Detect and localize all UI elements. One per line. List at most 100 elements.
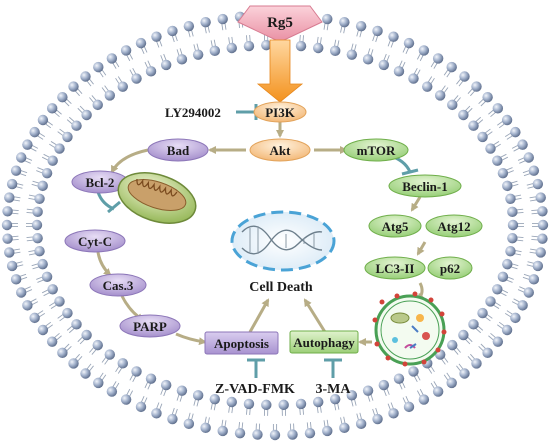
- autophagosome-icon: [372, 291, 447, 367]
- lipid-head: [535, 192, 546, 203]
- lipid-head: [32, 232, 43, 244]
- lipid-head: [485, 143, 496, 154]
- pi3k-label: PI3K: [265, 105, 296, 120]
- lipid-head: [16, 152, 27, 163]
- lipid-head: [378, 59, 390, 71]
- lipid-head: [160, 379, 172, 391]
- parp-node: PARP: [119, 314, 181, 338]
- lipid-head: [4, 247, 15, 258]
- lipid-head: [378, 379, 390, 391]
- lipid-head: [131, 73, 142, 84]
- lipid-head: [372, 25, 383, 37]
- lipid-head: [505, 246, 516, 257]
- lipid-head: [528, 165, 540, 176]
- lipid-head: [92, 339, 103, 351]
- lipid-head: [145, 66, 157, 77]
- lipid-head: [200, 422, 211, 434]
- lipid-head: [537, 219, 549, 231]
- lipid-head: [176, 54, 188, 65]
- lipid-head: [537, 206, 548, 217]
- lipid-head: [32, 206, 43, 218]
- pi3k-node: PI3K: [253, 101, 307, 123]
- lipid-head: [517, 139, 528, 150]
- lipid-head: [261, 399, 272, 411]
- akt-node: Akt: [249, 138, 311, 162]
- lipid-head: [176, 385, 188, 396]
- lipid-head: [446, 377, 457, 389]
- cas3-node: Cas.3: [89, 273, 147, 297]
- lipid-head: [502, 258, 513, 270]
- lipid-head: [117, 81, 128, 92]
- lipid-head: [104, 349, 116, 360]
- autophagy-label: Autophagy: [293, 335, 355, 350]
- lipid-head: [131, 366, 142, 377]
- lipid-head: [346, 49, 358, 60]
- lipid-head: [226, 42, 237, 54]
- lipid-head: [523, 287, 534, 298]
- akt-label: Akt: [270, 143, 292, 158]
- lipid-head: [295, 40, 307, 52]
- lipid-head: [2, 233, 13, 244]
- lipid-head: [54, 143, 65, 154]
- rg5-label: Rg5: [267, 15, 293, 31]
- lipid-head: [62, 307, 73, 319]
- lipid-head: [6, 178, 18, 190]
- mtor-label: mTOR: [357, 143, 396, 158]
- lipid-head: [329, 393, 341, 405]
- lipid-head: [492, 103, 504, 114]
- lipid-head: [322, 425, 333, 437]
- lipid-head: [523, 152, 534, 163]
- inhibit-bcl2-mito: [96, 191, 115, 211]
- lipid-head: [93, 61, 104, 73]
- lipid-head: [80, 368, 91, 379]
- lipid-head: [209, 45, 221, 57]
- lipid-head: [16, 287, 27, 298]
- lipid-head: [422, 81, 433, 92]
- lipid-head: [418, 45, 430, 56]
- lipid-head: [528, 274, 540, 285]
- lipid-head: [46, 103, 58, 114]
- lipid-head: [145, 373, 157, 384]
- lipid-head: [492, 336, 504, 347]
- lipid-head: [135, 401, 147, 413]
- bad-label: Bad: [167, 143, 190, 158]
- beclin1-node: Beclin-1: [388, 174, 462, 198]
- pathway-connectors: [96, 121, 427, 346]
- lipid-head: [510, 126, 521, 138]
- lipid-head: [517, 300, 528, 311]
- lipid-head: [269, 429, 281, 441]
- cell-death-label: Cell Death: [249, 280, 313, 295]
- lipid-head: [34, 246, 45, 257]
- lipid-head: [192, 390, 204, 401]
- lipid-head: [507, 232, 518, 244]
- lipid-head: [22, 300, 33, 311]
- lipid-head: [167, 25, 178, 37]
- lipid-head: [497, 167, 509, 179]
- atg5-label: Atg5: [382, 219, 409, 234]
- lipid-head: [47, 284, 58, 295]
- lipid-head: [31, 219, 43, 231]
- lipid-head: [106, 53, 118, 64]
- parp-label: PARP: [133, 319, 167, 334]
- lipid-head: [492, 284, 503, 295]
- lipid-head: [362, 54, 374, 65]
- autophagy-box: Autophagy: [289, 330, 359, 354]
- bcl2-node: Bcl-2: [71, 170, 129, 194]
- lipid-head: [183, 418, 195, 430]
- arrow-atg5-lc3: [416, 241, 427, 256]
- lipid-head: [71, 319, 82, 330]
- atg12-label: Atg12: [437, 219, 470, 234]
- lipid-head: [468, 120, 479, 131]
- lipid-head: [505, 193, 516, 204]
- lipid-head: [104, 90, 116, 101]
- lipid-head: [287, 429, 298, 440]
- atg12-node: Atg12: [425, 214, 483, 238]
- lipid-head: [388, 408, 399, 419]
- lipid-head: [278, 399, 289, 411]
- lipid-head: [217, 425, 228, 437]
- p62-label: p62: [440, 261, 460, 276]
- lipid-head: [71, 120, 82, 131]
- lipid-head: [459, 71, 470, 82]
